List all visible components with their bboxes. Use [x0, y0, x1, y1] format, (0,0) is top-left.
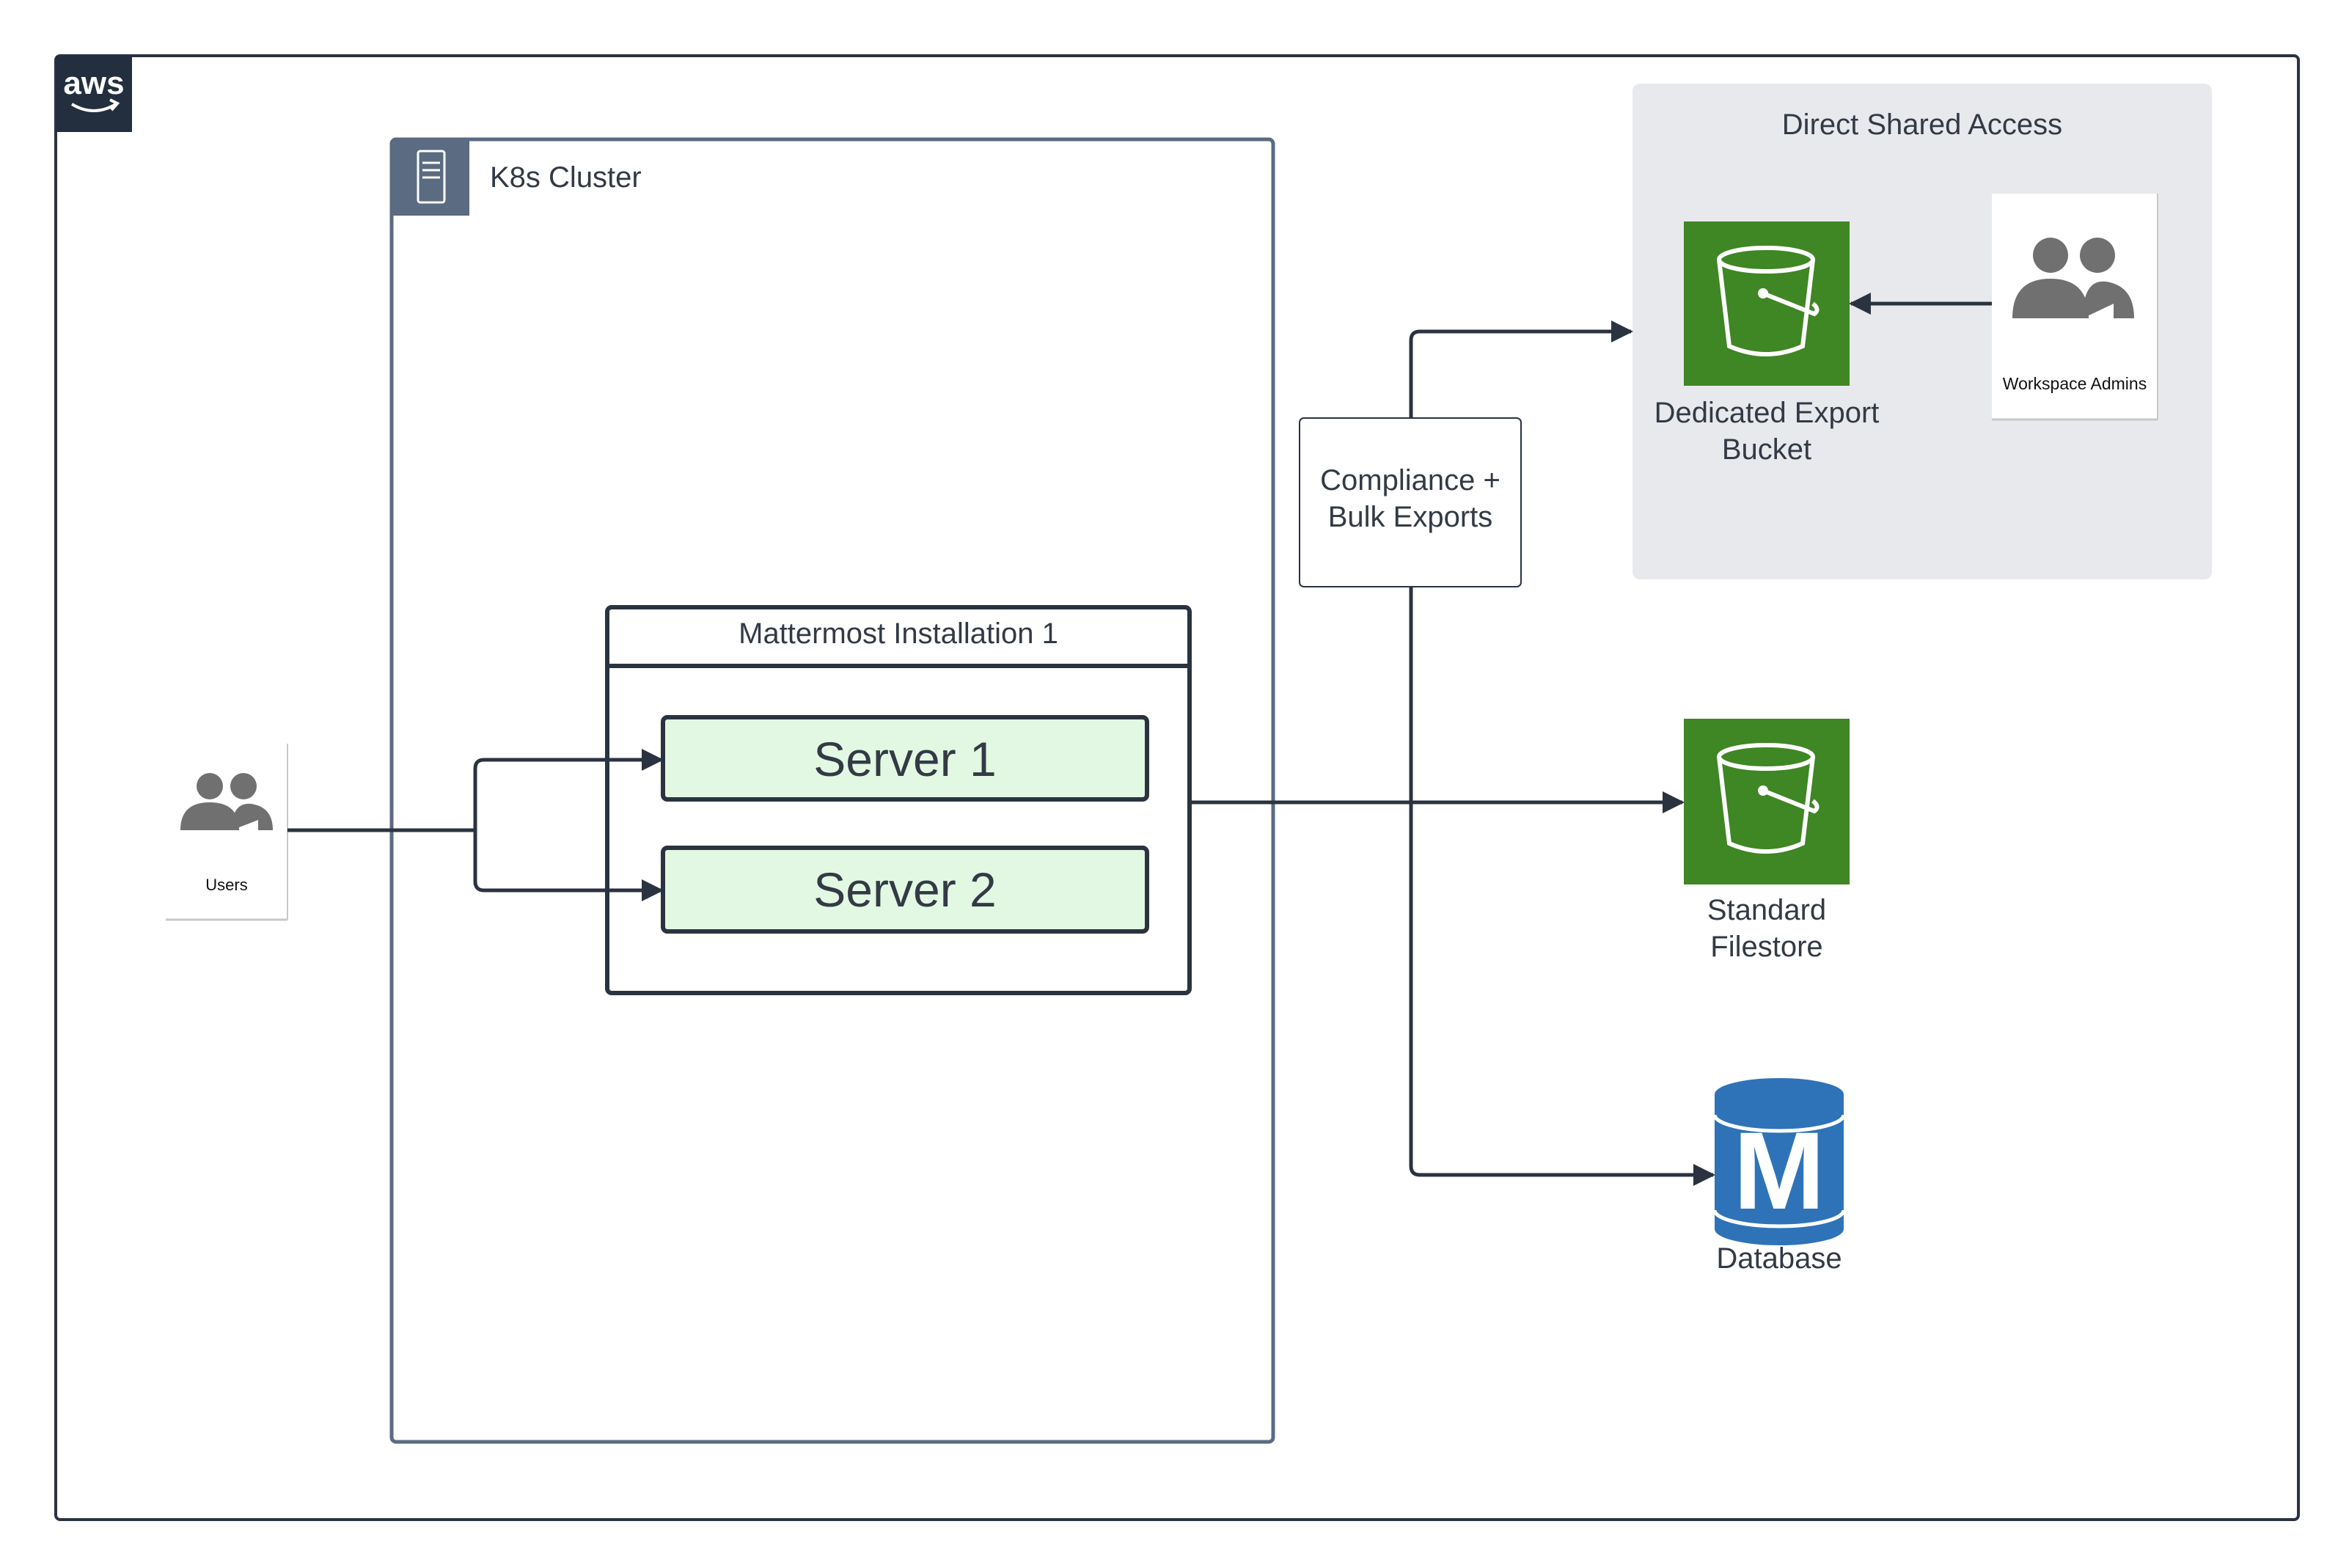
k8s-cluster-title: K8s Cluster: [490, 161, 642, 194]
shared-access-title: Direct Shared Access: [1781, 109, 2063, 141]
compliance-exports-line-2: Bulk Exports: [1327, 501, 1493, 533]
aws-boundary: [54, 54, 2300, 1521]
svg-text:aws: aws: [63, 65, 124, 101]
filestore-line-1: Standard: [1707, 894, 1827, 926]
database-label: Database: [1716, 1242, 1842, 1275]
filestore-label: Standard Filestore: [1610, 892, 1923, 965]
svg-text:M: M: [1734, 1109, 1825, 1232]
compliance-exports-label: Compliance + Bulk Exports: [1300, 462, 1521, 535]
users-to-server-2-arrow: [473, 830, 664, 901]
export-to-bucket-arrow: [1409, 320, 1633, 418]
workspace-admins-group-icon: [2012, 238, 2134, 318]
server-rack-icon: [392, 139, 469, 216]
users-actor-card: [166, 744, 288, 921]
compliance-exports-line-1: Compliance +: [1320, 464, 1500, 497]
bus-to-database-arrow: [1409, 802, 1715, 1186]
export-bucket-line-2: Bucket: [1721, 433, 1812, 466]
server-2-label: Server 2: [813, 862, 997, 917]
filestore-line-2: Filestore: [1710, 931, 1823, 963]
users-to-server-1-arrow: [473, 749, 664, 830]
users-group-icon: [180, 773, 273, 830]
export-bucket-icon: [1684, 221, 1850, 386]
database-icon: M: [1712, 1078, 1846, 1245]
installation-title: Mattermost Installation 1: [739, 618, 1058, 650]
filestore-bucket-icon: [1684, 719, 1850, 884]
export-bucket-line-1: Dedicated Export: [1654, 397, 1880, 429]
aws-logo-icon: aws: [56, 56, 132, 132]
export-bucket-label: Dedicated Export Bucket: [1610, 395, 1923, 468]
server-1-label: Server 1: [813, 732, 997, 786]
users-label: Users: [205, 876, 248, 894]
k8s-cluster-boundary: [389, 137, 1275, 1444]
admins-label: Workspace Admins: [2002, 374, 2147, 393]
connectors: [287, 293, 1992, 1186]
